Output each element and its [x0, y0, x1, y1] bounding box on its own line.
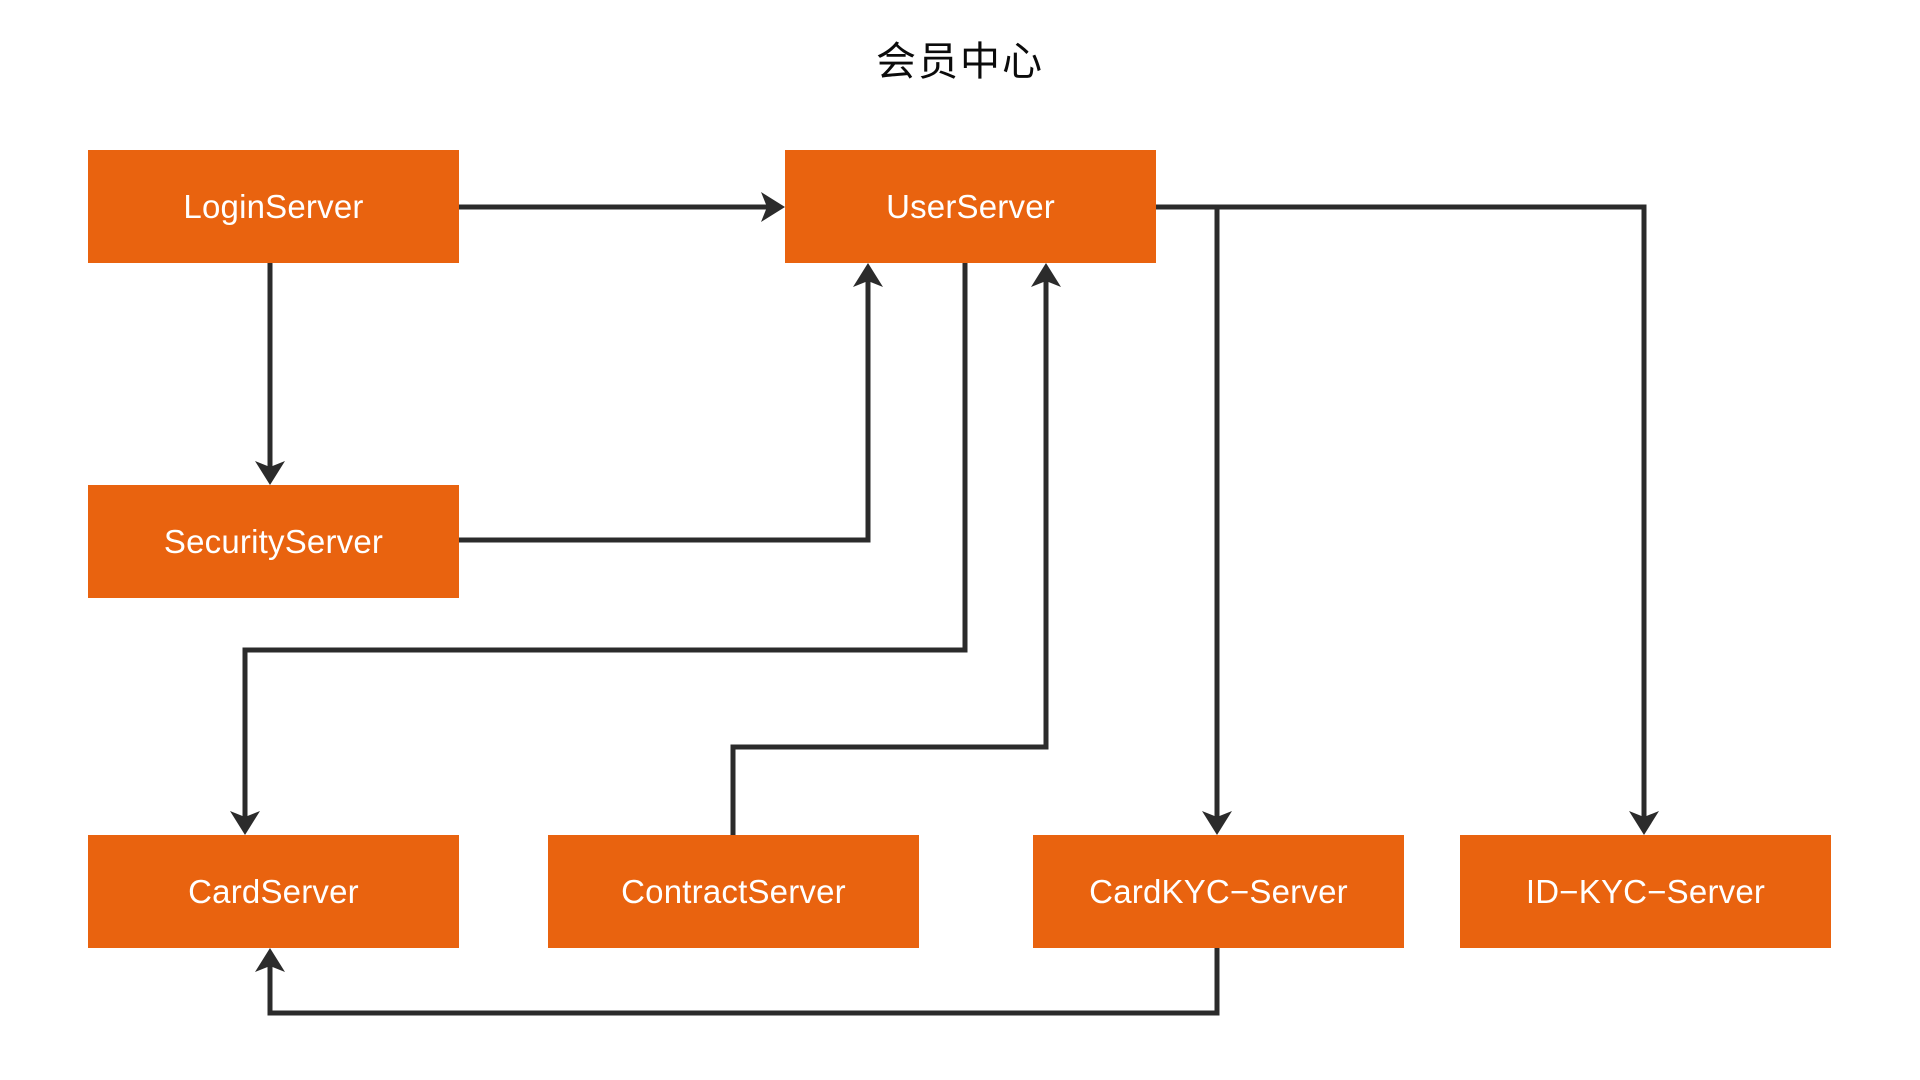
edge-user-to-card [242, 263, 968, 828]
edge-cardkyc-to-card [267, 948, 1220, 1016]
arrowhead-head-security-to-user [853, 263, 883, 287]
node-label-idkyc: ID−KYC−Server [1525, 872, 1766, 910]
arrowhead-head-login-to-security [255, 461, 285, 485]
edge-contract-to-user [730, 270, 1049, 835]
node-login[interactable]: LoginServer [88, 150, 459, 263]
node-label-login: LoginServer [183, 187, 364, 225]
node-label-user: UserServer [886, 187, 1055, 225]
node-label-contract: ContractServer [621, 872, 846, 910]
arrowhead-head-cardkyc-to-card [255, 948, 285, 972]
edge-user-to-cardkyc [1156, 204, 1220, 828]
node-label-security: SecurityServer [163, 522, 384, 560]
arrowhead-head-user-to-card [230, 811, 260, 835]
edge-security-to-user [459, 270, 871, 543]
node-cardkyc[interactable]: CardKYC−Server [1033, 835, 1404, 948]
node-idkyc[interactable]: ID−KYC−Server [1460, 835, 1831, 948]
diagram-title: 会员中心 [876, 39, 1044, 85]
node-contract[interactable]: ContractServer [548, 835, 919, 948]
edge-user-to-idkyc [1156, 204, 1647, 828]
node-card[interactable]: CardServer [88, 835, 459, 948]
arrowhead-head-user-to-cardkyc [1202, 811, 1232, 835]
node-user[interactable]: UserServer [785, 150, 1156, 263]
node-security[interactable]: SecurityServer [88, 485, 459, 598]
node-label-cardkyc: CardKYC−Server [1089, 872, 1348, 910]
arrowhead-head-login-to-user [761, 192, 785, 222]
arrowhead-head-contract-to-user [1031, 263, 1061, 287]
arrowhead-head-user-to-idkyc [1629, 811, 1659, 835]
node-label-card: CardServer [188, 872, 359, 910]
